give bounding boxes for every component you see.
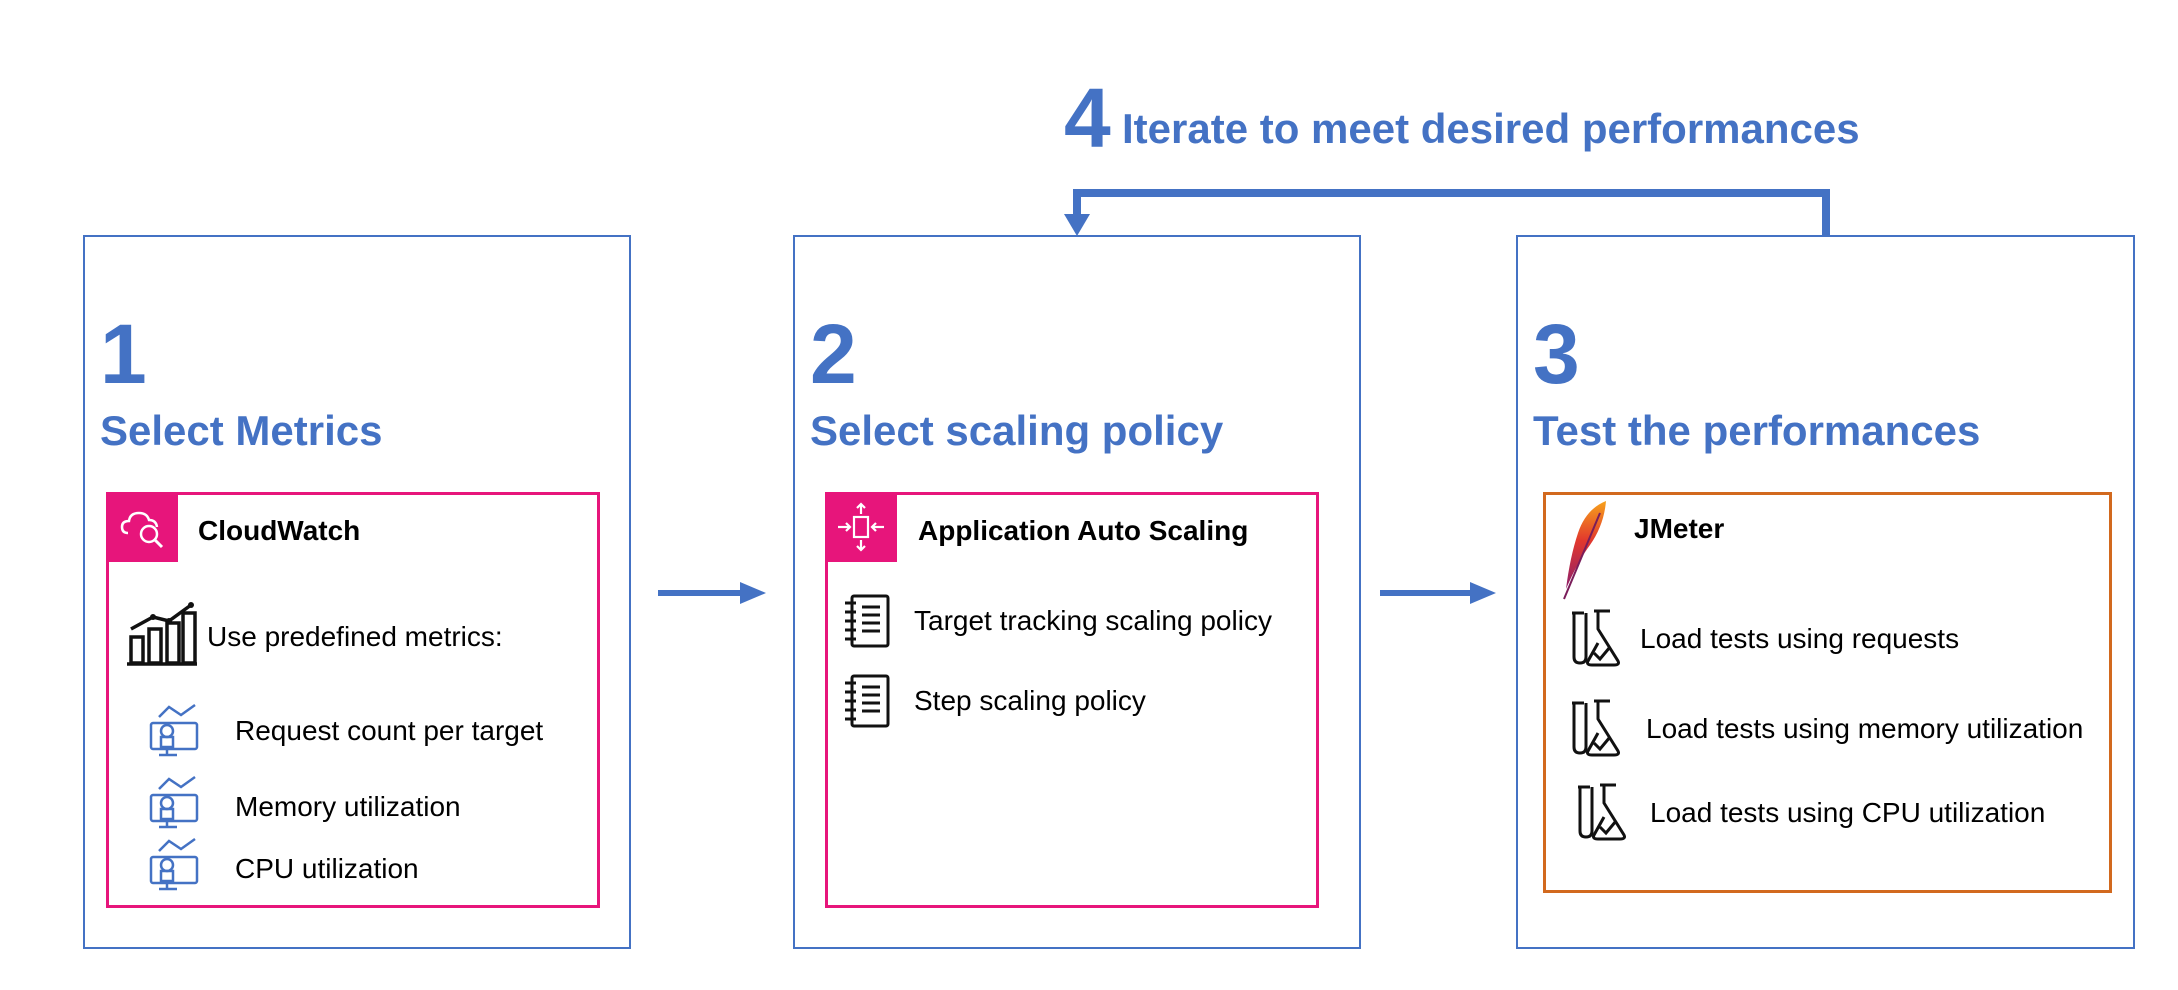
iterate-number: 4 <box>1064 71 1111 165</box>
cloudwatch-service-name: CloudWatch <box>198 515 361 546</box>
step-2-number: 2 <box>810 307 857 401</box>
step-2-title: Select scaling policy <box>810 407 1224 454</box>
load-test-item: Load tests using CPU utilization <box>1650 797 2046 828</box>
jmeter-box: JMeter Load tests using requests Load te… <box>1543 492 2112 893</box>
auto-scaling-service-name: Application Auto Scaling <box>918 515 1249 546</box>
metrics-dashboard-icon <box>149 837 199 891</box>
predefined-metrics-intro: Use predefined metrics: <box>207 621 503 652</box>
flask-check-icon <box>1572 609 1620 667</box>
load-test-item: Load tests using memory utilization <box>1646 713 2084 744</box>
notebook-icon <box>845 674 890 728</box>
flow-arrow-1-2 <box>658 582 766 604</box>
auto-scaling-icon <box>825 492 897 562</box>
scaling-policy-item: Step scaling policy <box>914 685 1146 716</box>
bar-chart-icon <box>127 602 197 666</box>
flask-check-icon <box>1572 699 1620 757</box>
cloudwatch-box: CloudWatch Use predefined metrics: Reque… <box>106 492 600 908</box>
metric-item: Memory utilization <box>235 791 461 822</box>
step-3-title: Test the performances <box>1533 407 1981 454</box>
jmeter-service-name: JMeter <box>1634 513 1725 544</box>
scaling-policy-item: Target tracking scaling policy <box>914 605 1272 636</box>
jmeter-feather-icon <box>1563 501 1606 600</box>
metric-item: CPU utilization <box>235 853 419 884</box>
flask-check-icon <box>1578 783 1626 841</box>
metrics-dashboard-icon <box>149 703 199 757</box>
load-test-item: Load tests using requests <box>1640 623 1960 654</box>
step-1-title: Select Metrics <box>100 407 383 454</box>
step-1-number: 1 <box>100 307 147 401</box>
notebook-icon <box>845 594 890 648</box>
auto-scaling-box: Application Auto Scaling Target tracking… <box>825 492 1319 908</box>
metrics-dashboard-icon <box>149 775 199 829</box>
flow-arrow-2-3 <box>1380 582 1496 604</box>
cloudwatch-icon <box>106 492 178 562</box>
metric-item: Request count per target <box>235 715 544 746</box>
iterate-label: Iterate to meet desired performances <box>1122 105 1860 152</box>
step-3-number: 3 <box>1533 307 1580 401</box>
